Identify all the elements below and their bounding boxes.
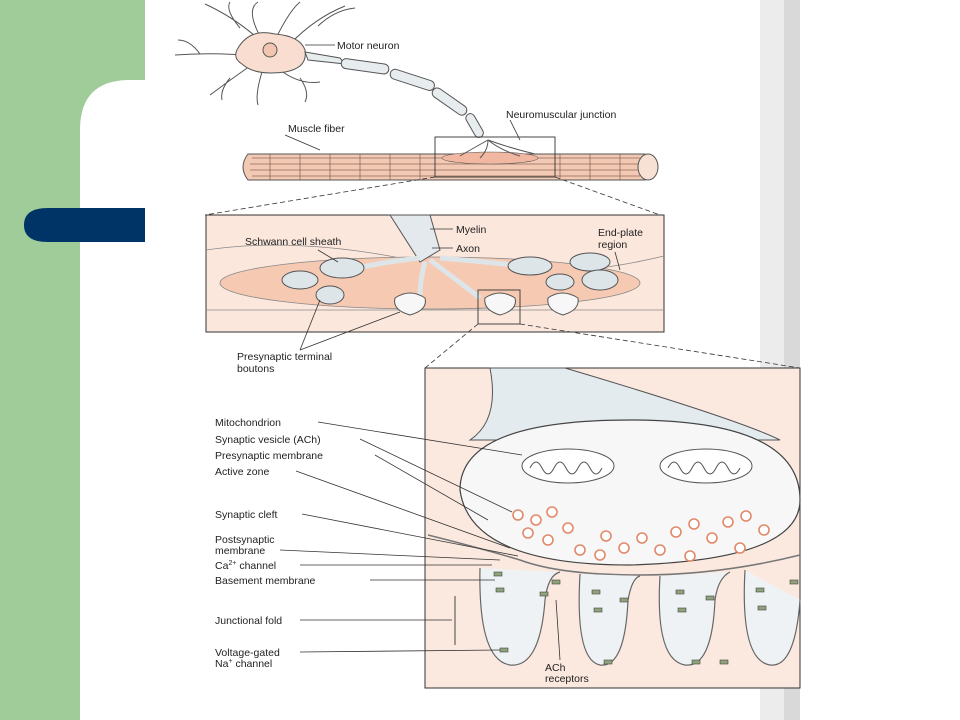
label-muscle-fiber: Muscle fiber bbox=[288, 123, 345, 135]
label-postsynaptic-2: membrane bbox=[215, 545, 265, 557]
synapse-labels: Mitochondrion Synaptic vesicle (ACh) Pre… bbox=[215, 417, 589, 685]
label-postsynaptic-1: Postsynaptic bbox=[215, 534, 275, 546]
muscle-fiber-figure: Muscle fiber Neuromuscular junction bbox=[242, 109, 659, 181]
mitochondria bbox=[521, 448, 753, 484]
label-voltage-gated-1: Voltage-gated bbox=[215, 647, 280, 659]
label-synaptic-cleft: Synaptic cleft bbox=[215, 509, 278, 521]
label-presynaptic-1: Presynaptic terminal bbox=[237, 351, 332, 363]
slide-body bbox=[80, 80, 145, 720]
label-ca-channel: Ca2+ channel bbox=[215, 560, 276, 572]
label-presynaptic-2: boutons bbox=[237, 363, 274, 375]
label-presynaptic-membrane: Presynaptic membrane bbox=[215, 450, 323, 462]
label-motor-neuron: Motor neuron bbox=[337, 40, 400, 52]
label-junctional-fold: Junctional fold bbox=[215, 615, 282, 627]
label-active-zone: Active zone bbox=[215, 466, 269, 478]
label-mitochondrion: Mitochondrion bbox=[215, 417, 281, 429]
accent-tab bbox=[24, 208, 145, 242]
label-end-plate-1: End-plate bbox=[598, 227, 643, 239]
synaptic-vesicles bbox=[512, 506, 770, 562]
label-synaptic-vesicle: Synaptic vesicle (ACh) bbox=[215, 434, 321, 446]
label-axon: Axon bbox=[456, 243, 480, 255]
label-schwann-cell-sheath: Schwann cell sheath bbox=[245, 236, 341, 248]
label-ach-1: ACh bbox=[545, 662, 566, 674]
label-myelin: Myelin bbox=[456, 224, 487, 236]
label-basement-membrane: Basement membrane bbox=[215, 575, 316, 587]
label-voltage-gated-2: Na+ channel bbox=[215, 658, 272, 670]
synapse-detail-figure bbox=[424, 323, 801, 689]
bouton-highlight-box bbox=[477, 289, 521, 325]
label-neuromuscular-junction: Neuromuscular junction bbox=[506, 109, 616, 121]
label-end-plate-2: region bbox=[598, 239, 627, 251]
end-plate-figure: Myelin Axon Schwann cell sheath End-plat… bbox=[204, 176, 665, 375]
motor-neuron-figure: Motor neuron bbox=[174, 1, 484, 138]
label-ach-2: receptors bbox=[545, 673, 589, 685]
junction-highlight-box bbox=[434, 136, 556, 178]
